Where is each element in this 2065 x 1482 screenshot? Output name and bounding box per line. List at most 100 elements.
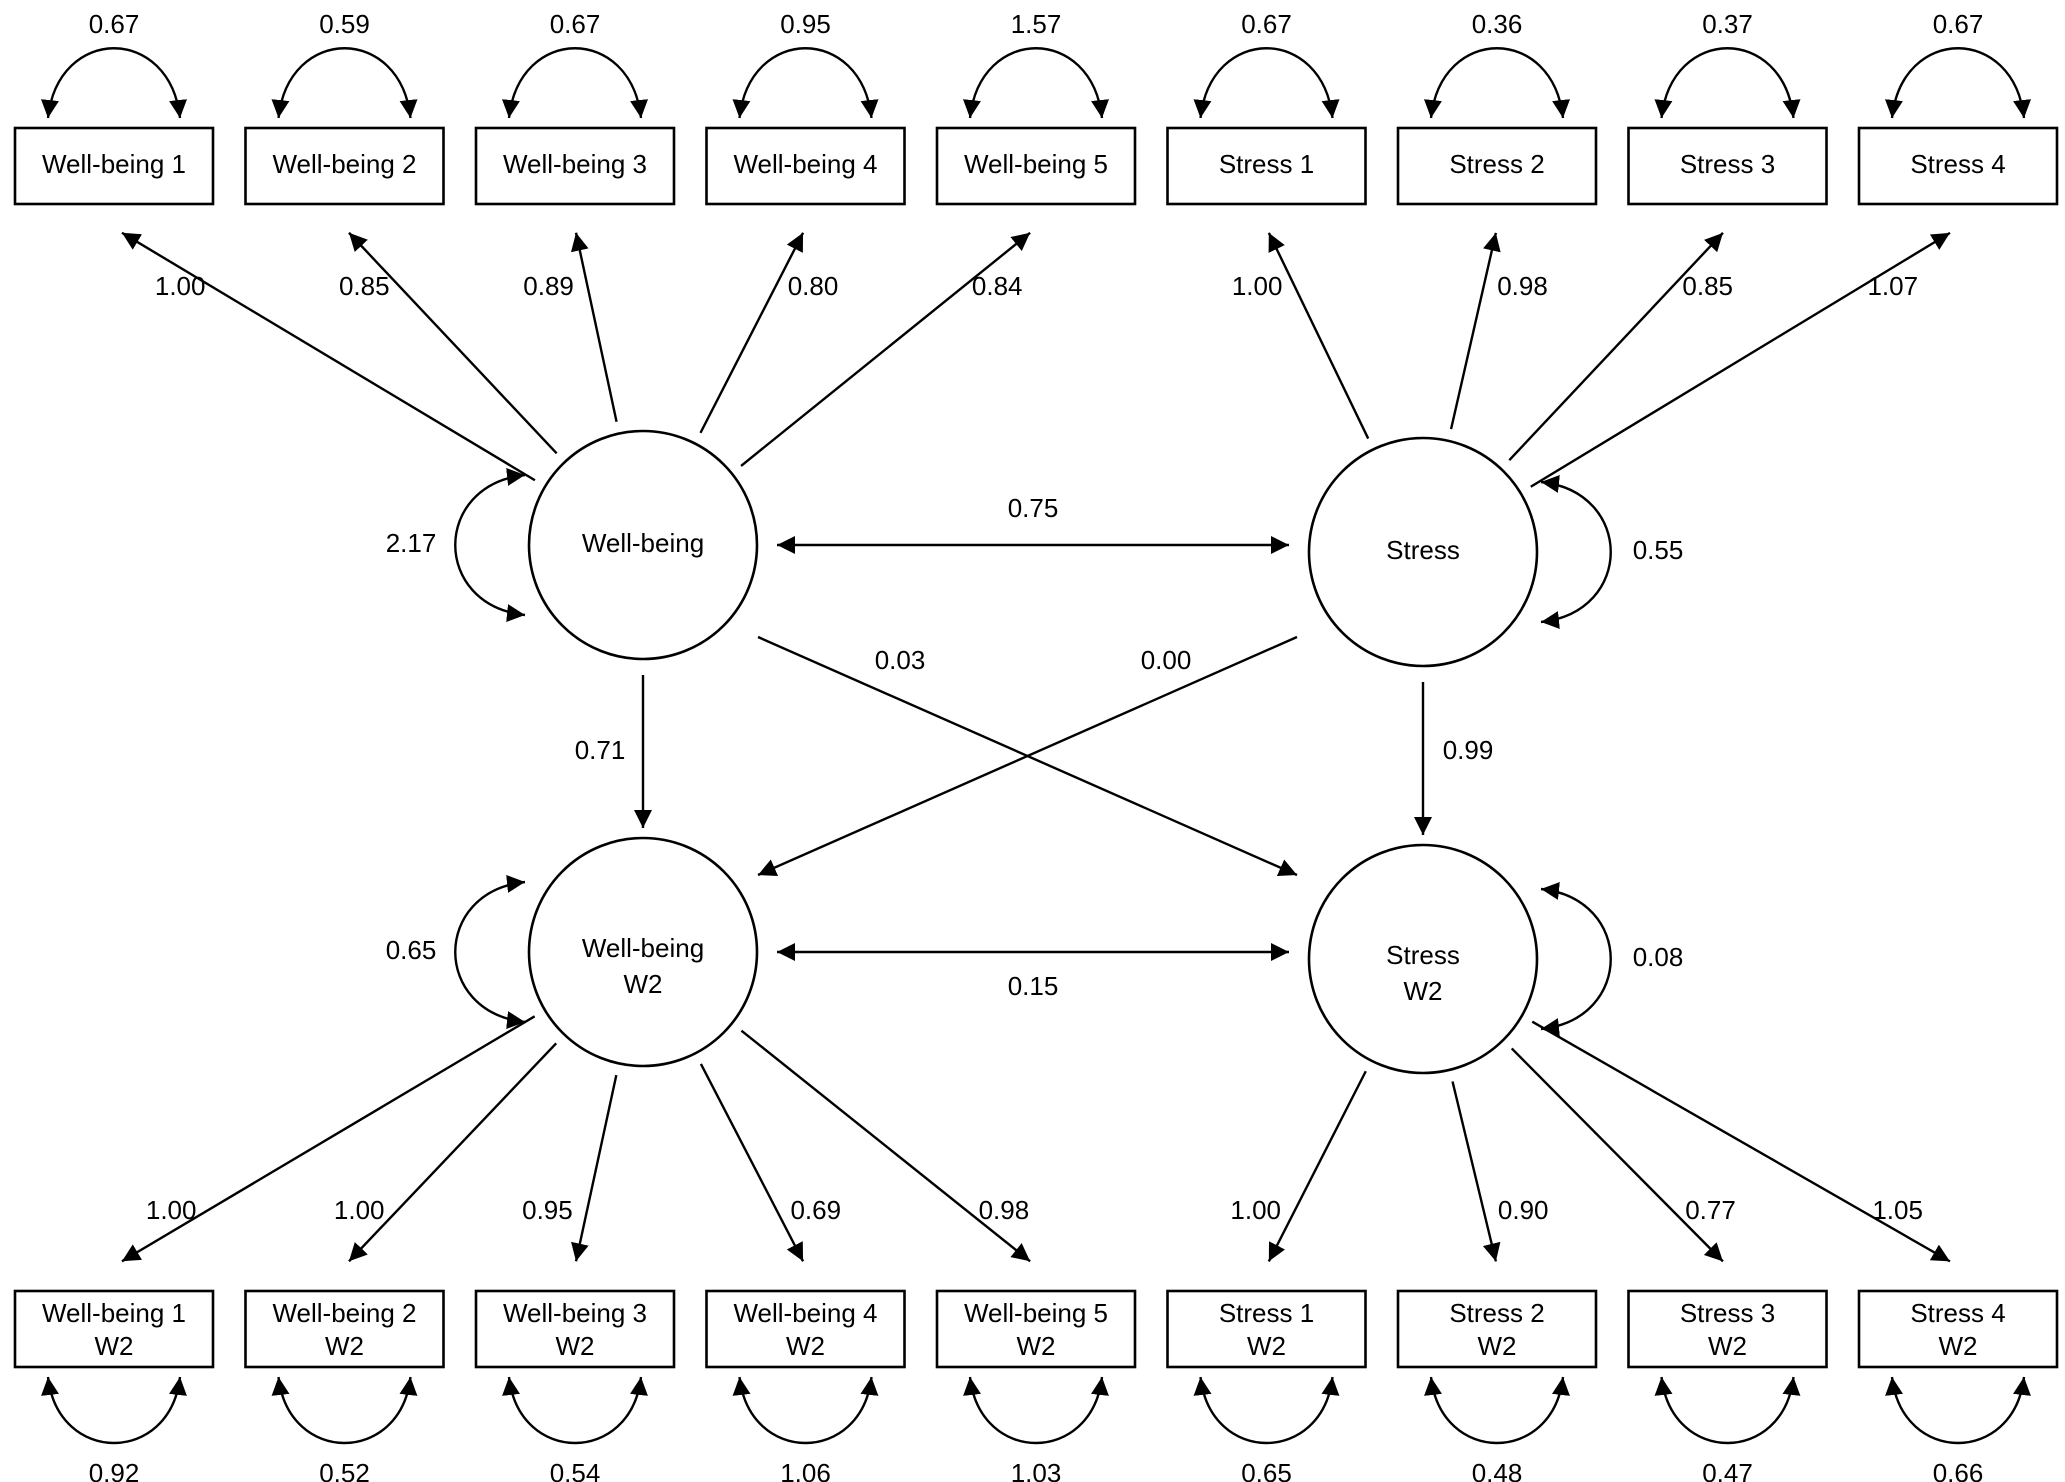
- indicator-label: W2: [786, 1331, 825, 1361]
- loading-label: 0.90: [1498, 1195, 1549, 1225]
- indicator-box: [705, 1289, 906, 1369]
- residual-variance-label: 0.67: [550, 9, 601, 39]
- loading-arrow: [1267, 232, 1370, 440]
- residual-variance-arrow: [1654, 1376, 1801, 1445]
- loading-label: 0.77: [1685, 1195, 1736, 1225]
- loading-label: 1.00: [1232, 271, 1283, 301]
- loading-label: 1.05: [1872, 1195, 1923, 1225]
- loading-label: 0.69: [790, 1195, 841, 1225]
- loading-arrow: [571, 1074, 618, 1262]
- path-lines: [40, 47, 2032, 1445]
- cross-lagged-arrow: [757, 635, 1298, 877]
- loading-arrow: [699, 232, 805, 434]
- residual-variance-arrow: [963, 1376, 1109, 1445]
- residual-variance-arrow: [1423, 47, 1571, 119]
- residual-variance-label: 0.66: [1933, 1458, 1984, 1482]
- regression-label: 0.99: [1443, 735, 1494, 765]
- loading-arrow: [699, 1063, 805, 1262]
- latent-variance-label: 0.65: [386, 935, 437, 965]
- indicator-label: W2: [1939, 1331, 1978, 1361]
- indicator-box: [1857, 1289, 2059, 1369]
- indicator-label: Stress 4: [1910, 1298, 2005, 1328]
- indicator-label: Stress 2: [1449, 149, 1544, 179]
- indicator-label: Well-being 5: [964, 1298, 1108, 1328]
- indicator-label: Well-being 2: [272, 149, 416, 179]
- indicator-box: [1166, 126, 1367, 206]
- residual-variance-label: 0.67: [89, 9, 140, 39]
- indicator-label: W2: [325, 1331, 364, 1361]
- residual-variance-label: 0.37: [1702, 9, 1753, 39]
- residual-variance-arrow: [1885, 1376, 2031, 1445]
- indicator-box: [1857, 126, 2059, 206]
- indicator-label: W2: [1478, 1331, 1517, 1361]
- covariance-label: 0.15: [1008, 971, 1059, 1001]
- indicator-label: Well-being 5: [964, 149, 1108, 179]
- loading-label: 1.00: [334, 1195, 385, 1225]
- indicator-label: Well-being 2: [272, 1298, 416, 1328]
- indicator-label: Stress 4: [1910, 149, 2005, 179]
- residual-variance-label: 0.95: [780, 9, 831, 39]
- indicator-label: Well-being 4: [733, 149, 877, 179]
- loading-arrow: [348, 231, 558, 455]
- residual-variance-label: 0.36: [1472, 9, 1523, 39]
- covariance-label: 0.75: [1008, 493, 1059, 523]
- loading-label: 0.84: [972, 271, 1023, 301]
- residual-variance-label: 0.92: [89, 1458, 140, 1482]
- latent-variance-arrow: [1540, 882, 1612, 1036]
- residual-variance-arrow: [271, 47, 418, 119]
- indicator-label: W2: [1708, 1331, 1747, 1361]
- indicator-label: Well-being 4: [733, 1298, 877, 1328]
- loading-arrow: [1531, 1020, 1951, 1263]
- residual-variance-arrow: [732, 1376, 879, 1445]
- residual-variance-arrow: [1424, 1376, 1570, 1445]
- loading-label: 0.98: [1497, 271, 1548, 301]
- residual-variance-label: 1.57: [1011, 9, 1062, 39]
- indicator-label: Well-being 1: [42, 1298, 186, 1328]
- indicator-box: [1396, 126, 1598, 206]
- loading-arrow: [740, 231, 1031, 467]
- loading-label: 1.00: [1230, 1195, 1281, 1225]
- loading-arrow: [1267, 1070, 1367, 1262]
- latent-label: W2: [1404, 976, 1443, 1006]
- indicator-label: Stress 2: [1449, 1298, 1544, 1328]
- residual-variance-label: 0.54: [550, 1458, 601, 1482]
- loading-arrow: [348, 1042, 558, 1263]
- latent-factor-wb1: [527, 429, 759, 661]
- regression-label: 0.71: [575, 735, 626, 765]
- residual-variance-label: 0.67: [1933, 9, 1984, 39]
- loading-label: 0.85: [339, 271, 390, 301]
- latent-variance-label: 0.08: [1633, 942, 1684, 972]
- indicator-label: Stress 1: [1219, 149, 1314, 179]
- loading-arrow: [1510, 1047, 1724, 1263]
- residual-variance-label: 0.59: [319, 9, 370, 39]
- latent-label: Well-being: [582, 933, 704, 963]
- indicator-box: [1627, 1289, 1828, 1369]
- latent-factor-wb2: [527, 836, 759, 1068]
- residual-variance-label: 0.65: [1241, 1458, 1292, 1482]
- loading-label: 0.98: [979, 1195, 1030, 1225]
- residual-variance-label: 0.52: [319, 1458, 370, 1482]
- indicator-label: Well-being 3: [503, 1298, 647, 1328]
- indicator-box: [13, 126, 215, 206]
- loading-label: 0.95: [522, 1195, 573, 1225]
- latent-label: Stress: [1386, 940, 1460, 970]
- indicator-label: Stress 3: [1680, 1298, 1775, 1328]
- residual-variance-label: 0.47: [1702, 1458, 1753, 1482]
- latent-variance-label: 0.55: [1633, 535, 1684, 565]
- loading-arrow: [121, 1015, 536, 1263]
- residual-variance-arrow: [962, 47, 1110, 119]
- latent-variance-label: 2.17: [386, 528, 437, 558]
- indicator-box: [13, 1289, 215, 1369]
- indicator-label: W2: [556, 1331, 595, 1361]
- loading-arrow: [1451, 1081, 1501, 1262]
- indicator-box: [244, 1289, 445, 1369]
- residual-variance-arrow: [1884, 47, 2032, 119]
- loading-arrow: [740, 1029, 1031, 1263]
- nodes: [13, 126, 2059, 1369]
- loading-arrow: [121, 231, 536, 482]
- loading-arrow: [570, 232, 618, 423]
- residual-variance-arrow: [502, 1376, 648, 1445]
- loading-label: 1.00: [155, 271, 206, 301]
- loading-label: 0.80: [788, 271, 839, 301]
